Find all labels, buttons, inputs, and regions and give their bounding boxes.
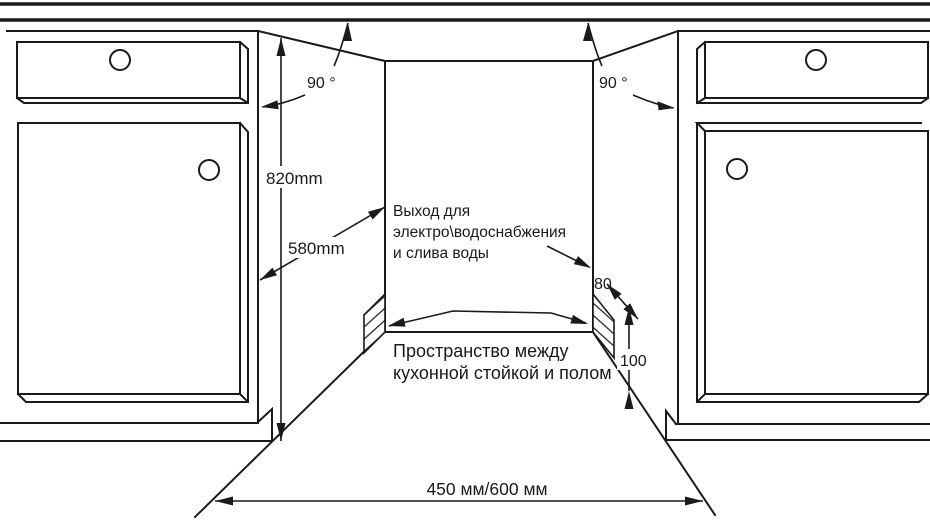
outlet-label-line3: и слива воды <box>393 245 489 262</box>
gap-label-line2: кухонной стойкой и полом <box>393 363 612 383</box>
dim-580-arrow-upper <box>368 207 385 220</box>
angle-annotation-right: 90 ° <box>583 22 675 111</box>
dim-100-label-bg <box>617 349 655 370</box>
left-drawer-knob <box>109 49 131 71</box>
right-cabinet-door <box>694 122 930 404</box>
dimension-plinth-80: 80 <box>594 276 639 320</box>
right-drawer-bevel <box>695 40 930 105</box>
dim-820-arrow-top <box>276 38 286 56</box>
right-cabinet <box>665 30 930 441</box>
angle-right-arrow-up <box>583 23 592 41</box>
left-cabinet-drawer <box>15 40 250 105</box>
dim-100-arrow-top <box>624 307 634 325</box>
gap-leader-line <box>388 310 587 327</box>
left-cabinet-door <box>16 121 250 404</box>
left-door-front <box>17 122 241 395</box>
dim-820-arrow-bottom <box>276 423 286 441</box>
gap-leader-arrow-right <box>570 314 588 324</box>
dim-80-arrow-upper <box>607 284 622 300</box>
counter-perspective-right <box>591 29 680 63</box>
dim-580-arrow-lower <box>260 267 277 280</box>
dimension-width-450-600: 450 мм/600 мм <box>215 479 703 506</box>
dim-width-label: 450 мм/600 мм <box>426 479 547 499</box>
gap-label: Пространство между кухонной стойкой и по… <box>393 341 612 383</box>
right-cabinet-drawer <box>695 40 930 105</box>
angle-annotation-left: 90 ° <box>261 22 352 110</box>
right-door-bevel <box>694 122 930 404</box>
right-door-front <box>704 130 929 395</box>
dimension-depth-580: 580mm <box>259 206 386 281</box>
angle-left-label: 90 ° <box>307 75 336 92</box>
dim-580-label-bg <box>284 237 352 258</box>
niche-opening <box>384 60 594 333</box>
plinth-section-left-hatch <box>363 292 386 355</box>
dim-820-label: 820mm <box>266 169 323 188</box>
dim-580-label: 580mm <box>288 239 345 258</box>
gap-label-line1: Пространство между <box>393 341 569 361</box>
dim-80-label: 80 <box>594 276 612 293</box>
angle-left-arrow-up <box>343 23 352 41</box>
gap-leader-arrow-left <box>388 317 406 327</box>
dim-100-arrow-bottom <box>624 391 634 409</box>
left-drawer-bevel <box>15 40 250 105</box>
right-drawer-knob <box>805 49 827 71</box>
plinth-sections <box>363 291 615 361</box>
angle-right-arc-upper <box>587 22 603 67</box>
left-door-knob <box>198 159 220 181</box>
dim-100-label: 100 <box>620 353 647 370</box>
floor-diagonal-left <box>193 330 386 519</box>
angle-right-label: 90 ° <box>599 75 628 92</box>
dim-width-arrow-right <box>685 496 703 506</box>
dim-80-arrow-lower <box>623 303 638 319</box>
outlet-label-line2: электро\водоснабжения <box>393 224 566 241</box>
left-drawer-front <box>16 41 241 99</box>
outlet-label: Выход для электро\водоснабжения и слива … <box>393 203 570 262</box>
niche-back-wall <box>384 60 594 333</box>
left-cabinet-base <box>0 406 273 442</box>
floor-perspective <box>193 330 717 519</box>
angle-left-arrow-side <box>261 100 279 110</box>
right-door-knob <box>726 158 748 180</box>
right-plinth-step <box>665 408 678 441</box>
outlet-leader-arrow <box>573 256 591 268</box>
angle-left-arc-upper <box>333 22 349 67</box>
countertop <box>0 2 930 63</box>
dimension-plinth-100: 100 <box>617 307 655 409</box>
gap-annotation: Пространство между кухонной стойкой и по… <box>388 310 612 383</box>
left-door-bevel <box>16 121 250 404</box>
dim-width-arrow-left <box>215 496 233 506</box>
right-cabinet-base <box>665 408 930 441</box>
angle-right-arrow-side <box>657 101 675 111</box>
outlet-annotation: Выход для электро\водоснабжения и слива … <box>393 203 591 268</box>
plinth-section-right-hatch <box>592 291 615 361</box>
outlet-label-line1: Выход для <box>393 203 470 220</box>
dimension-height-820: 820mm <box>263 38 329 441</box>
left-plinth-step <box>255 406 273 442</box>
right-drawer-front <box>704 41 929 99</box>
floor-diagonal-right <box>591 330 717 517</box>
left-cabinet <box>0 30 273 442</box>
dim-820-label-bg <box>263 166 329 188</box>
counter-perspective-left <box>256 29 387 63</box>
